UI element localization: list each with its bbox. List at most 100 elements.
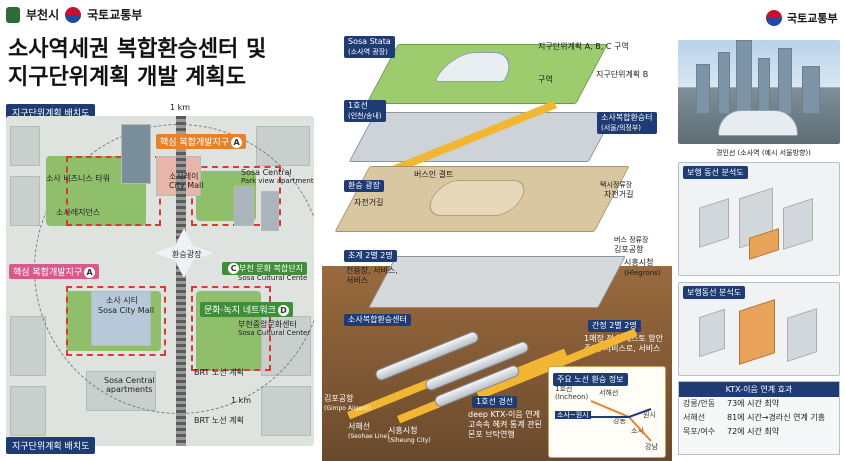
level2-items2: 주정, 서비스로, 서비스 <box>584 344 661 353</box>
basement2-items2: 서비스 <box>346 276 369 285</box>
label-business-tower: 소사 비즈니스 타워 <box>46 174 110 183</box>
tower <box>718 52 730 114</box>
bucheon-emblem-icon <box>6 6 20 23</box>
tag-sosa-stata: Sosa Stata (소사역 광장) <box>344 36 395 58</box>
label-citymall-en: City Mall <box>169 181 204 190</box>
self-walk-label2: 자전거길 <box>604 190 634 199</box>
section-tag-bottom: 지구단위계획 배치도 <box>6 437 96 454</box>
seohae-label: 서해선 <box>348 422 371 431</box>
siheung-line-en: (Hlegrons) <box>624 269 661 277</box>
label-sosa-city-mall-en: Sosa City Mall <box>98 306 155 315</box>
effect-row: 강릉/안동 73에 시간 최약 <box>679 397 839 411</box>
walking-analysis-panel1: 보행 동선 분석도 <box>678 162 840 276</box>
level2-tag: 간정 2별 2명 <box>588 320 641 332</box>
city-block <box>10 316 46 376</box>
tower <box>758 58 770 114</box>
label-central-park: Sosa Central <box>241 168 292 177</box>
basement2-tag: 초계 2별 2명 <box>344 250 397 262</box>
label-cultural-cente2: Sosa Cultural Cente <box>238 274 308 282</box>
iso-building <box>699 198 729 248</box>
chip-core-zone-a-label: 핵심 복합개발지구 <box>160 138 230 148</box>
tower <box>696 64 710 114</box>
line1-sub: (인천/송내) <box>348 112 382 120</box>
gimpo2-en: (Gimpo Airport) <box>324 405 371 412</box>
hub-plaza-tag: 환승 광장 <box>344 180 384 192</box>
bus-stop-label: 버스인 결트 <box>414 170 454 179</box>
panel1-title: 보행 동선 분석도 <box>683 166 748 179</box>
iso-building <box>783 198 813 250</box>
title-line2: 지구단위계획 개발 계획도 <box>8 65 246 90</box>
scale-1km-top: 1 km <box>170 103 191 112</box>
walking-analysis-panel2: 보행동선 분석도 <box>678 282 840 376</box>
business-tower <box>121 124 151 184</box>
effect-row: 목포/여수 72에 시간 최약 <box>679 425 839 439</box>
layer-basement <box>368 256 626 308</box>
chip-c-label: 부천 문화 복합단지 <box>239 264 303 273</box>
city-block <box>10 176 40 226</box>
label-bucheon-central: 부천중앙문화센터 <box>238 320 297 329</box>
label-citymall-ko: 소사레이 <box>169 172 199 181</box>
city-name: 부천시 <box>26 8 60 22</box>
city-block <box>10 386 46 436</box>
exploded-diagram: Sosa Stata (소사역 광장) 지구단위계획 A, B, C 구역 구역… <box>322 30 672 461</box>
info-ktx: 소사~원시 <box>555 411 591 419</box>
gimpo2-label: 김포공항 <box>324 394 354 403</box>
transit-center-sub: (서울/의정부) <box>601 124 642 132</box>
sosa-stata-sub: (소사역 광장) <box>348 48 388 56</box>
ktx-link2: 고속속 혜켜 통계 관된 <box>468 420 542 429</box>
iso-building <box>787 308 817 362</box>
effect-key: 목포/여수 <box>683 427 716 436</box>
effect-key: 강릉/안동 <box>683 399 716 408</box>
header-logos: 부천시 국토교통부 <box>6 6 142 23</box>
city-block <box>256 126 310 166</box>
panel2-title: 보행동선 분석도 <box>683 286 746 299</box>
effect-key: 서해선 <box>683 413 706 422</box>
label-brt-route2: BRT 노선 계획 <box>194 416 244 425</box>
label-apartments: apartments <box>106 385 153 394</box>
chip-core-zone-a2-badge: A <box>84 267 96 278</box>
chip-c-badge: C <box>228 263 239 274</box>
iso-building <box>699 308 725 358</box>
tag-line1: 1호선 (인천/송내) <box>344 100 386 122</box>
chip-core-zone-a2-label: 핵심 복합개발지구 <box>13 268 83 278</box>
label-central-apts: Sosa Central <box>104 376 155 385</box>
info-line1b: (Incheon) <box>555 393 589 401</box>
siheung-si-en: (Siheung City) <box>388 437 431 444</box>
chip-culture-label: 문화·녹지 네트워크 <box>204 306 276 316</box>
park-view-tower <box>261 191 279 231</box>
label-hub: 환승광장 <box>172 250 202 259</box>
seohae-en: (Seohae Line) <box>348 433 390 440</box>
info-title: 주요 노선 환승 정보 <box>553 373 628 386</box>
ktx-link1: deep KTX-이음 연계 <box>468 410 541 419</box>
park-view-tower <box>234 186 254 226</box>
info-seohae: 서해선 <box>599 389 619 397</box>
iso-station <box>739 299 775 365</box>
district-abc: 지구단위계획 A, B, C 구역 <box>538 42 629 51</box>
station-label: 구역 <box>538 75 553 84</box>
info-line1: 1호선 <box>555 385 573 393</box>
photo-caption: 경인선 (소사역 (예시 서울방향)) <box>716 149 811 157</box>
title-line1: 소사역세권 복합환승센터 및 <box>8 37 267 62</box>
line1-tag: 1호선 <box>348 101 368 110</box>
gimpo-label: 김포공항 <box>614 245 644 254</box>
label-residence: 소사레지던스 <box>56 208 101 217</box>
complex-center-tag: 소사복합환승센터 <box>344 314 411 326</box>
info-soha: 소사 <box>631 427 644 435</box>
label-sosa-cultural-center: Sosa Cultural Center <box>238 329 311 337</box>
effect-value: 81에 시간→경라신 연계 기흥 <box>727 413 826 422</box>
sosa-stata: Sosa Stata <box>348 37 391 46</box>
label-park-view: Park view apartments <box>241 177 314 185</box>
effect-value: 73에 시간 최약 <box>727 399 780 408</box>
siheung-line-label: 시흥시청 <box>624 258 654 267</box>
route-lines <box>590 400 652 442</box>
sosa-city-mall-building <box>91 291 151 346</box>
effect-title: KTX-이음 연계 효과 <box>679 382 839 397</box>
right-column: 국토교통부 경인선 (소사역 (예시 서울방향)) 보행 동선 분석도 보행동선… <box>676 0 845 461</box>
scale-1km-bottom: 1 km <box>231 396 252 405</box>
label-brt-route1: BRT 노선 계획 <box>194 368 244 377</box>
